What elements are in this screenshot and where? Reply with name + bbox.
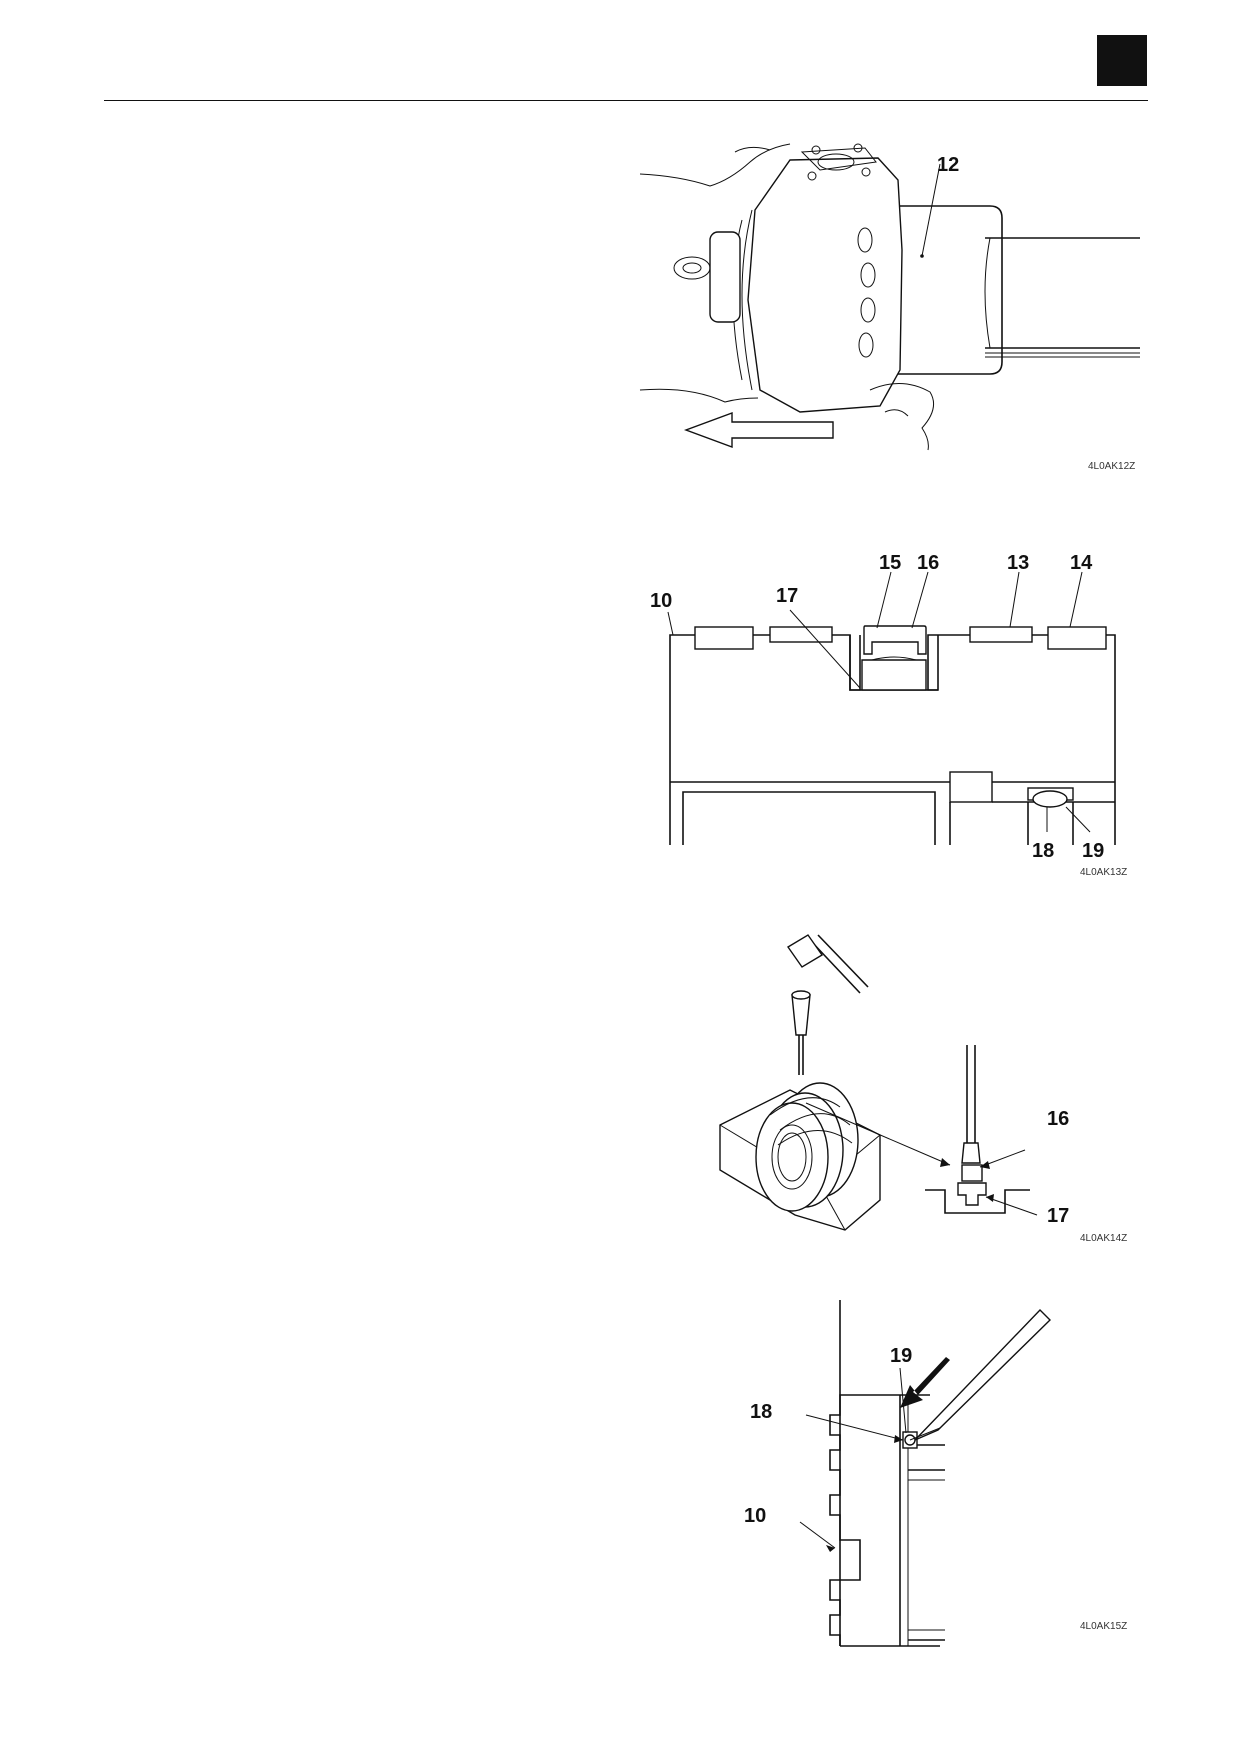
- label-19: 19: [890, 1345, 912, 1367]
- label-16: 16: [1047, 1108, 1069, 1130]
- section-tab-marker: [1097, 35, 1147, 86]
- figure-code-4l0ak14z: 4L0AK14Z: [1080, 1233, 1127, 1244]
- label-18: 18: [750, 1401, 772, 1423]
- label-10: 10: [650, 590, 672, 612]
- label-19: 19: [1082, 840, 1104, 862]
- figure-piston-removal: 12 4L0AK12Z: [639, 140, 1150, 480]
- figure-piston-removal-drawing: 12 4L0AK12Z: [639, 143, 1140, 472]
- figure-seal-cutting-drawing: 16 17 4L0AK14Z: [719, 934, 1127, 1244]
- figure-seal-cutting: 16 17 4L0AK14Z: [700, 925, 1150, 1265]
- figure-code-4l0ak15z: 4L0AK15Z: [1080, 1621, 1127, 1632]
- figure-piston-section-drawing: 10 17 15 16 13 14 18 19 4L0AK13Z: [650, 552, 1127, 878]
- label-14: 14: [1070, 552, 1093, 574]
- label-16: 16: [917, 552, 939, 574]
- label-18: 18: [1032, 840, 1054, 862]
- figure-piston-section: 10 17 15 16 13 14 18 19 4L0AK13Z: [650, 550, 1150, 890]
- figure-ring-removal: 19 18 10 4L0AK15Z: [740, 1300, 1150, 1660]
- label-17: 17: [776, 585, 798, 607]
- header-rule: [104, 100, 1148, 101]
- label-13: 13: [1007, 552, 1029, 574]
- figure-code-4l0ak13z: 4L0AK13Z: [1080, 867, 1127, 878]
- label-10: 10: [744, 1505, 766, 1527]
- label-12: 12: [937, 154, 959, 176]
- label-17: 17: [1047, 1205, 1069, 1227]
- figure-ring-removal-drawing: 19 18 10 4L0AK15Z: [744, 1300, 1127, 1647]
- label-15: 15: [879, 552, 901, 574]
- figure-code-4l0ak12z: 4L0AK12Z: [1088, 461, 1135, 472]
